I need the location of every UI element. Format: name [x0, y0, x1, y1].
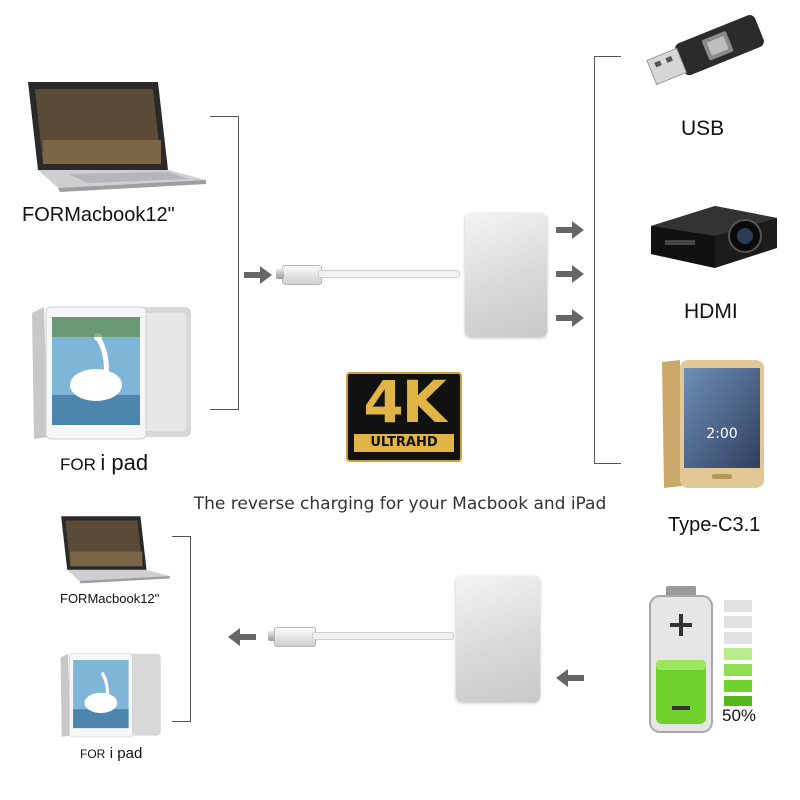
ipad-image-small	[58, 652, 162, 738]
arrow-left-output	[228, 628, 256, 646]
label-ipad: i pad	[100, 450, 149, 475]
usb-c-plug-top	[282, 265, 322, 285]
laptop-image-small	[55, 515, 171, 587]
projector-image	[645, 196, 781, 276]
label-ipad-bottom: FOR i pad	[80, 745, 142, 763]
4k-ultrahd-badge: 4K ULTRAHD	[346, 368, 462, 462]
label-for: FOR	[60, 455, 96, 474]
label-usb: USB	[681, 117, 725, 140]
tablet-icon	[32, 306, 191, 440]
usb-c-plug-bottom	[274, 627, 316, 647]
label-ipad-top: FOR i pad	[60, 450, 148, 476]
right-bracket	[594, 56, 621, 464]
adapter-hub-bottom	[456, 576, 540, 702]
label-for-small: FOR	[80, 747, 106, 761]
laptop-icon	[61, 516, 170, 584]
left-bracket-top	[210, 116, 239, 410]
usb-c-tip-top	[276, 269, 284, 279]
arrow-right-typec	[556, 309, 584, 327]
usb-c-tip-bottom	[268, 631, 276, 641]
smartphone-icon: 2:00	[662, 360, 764, 488]
laptop-image	[18, 80, 208, 198]
adapter-hub-top	[465, 213, 547, 337]
battery-level-meter	[722, 598, 754, 708]
ipad-image	[28, 305, 193, 440]
reverse-charging-caption: The reverse charging for your Macbook an…	[193, 494, 607, 514]
arrow-left-input	[556, 669, 584, 687]
label-typec: Type-C3.1	[668, 514, 761, 536]
phone-image: 2:00	[658, 358, 766, 490]
label-macbook-top: FORMacbook12"	[22, 204, 175, 226]
arrow-right-input	[244, 266, 272, 284]
laptop-icon	[28, 82, 206, 192]
tablet-icon	[60, 653, 161, 738]
left-bracket-bottom	[172, 536, 191, 722]
usb-stick-image	[640, 12, 770, 92]
battery-icon	[649, 586, 713, 733]
cable-top	[318, 270, 460, 278]
svg-text:2:00: 2:00	[706, 426, 737, 442]
arrow-right-hdmi	[556, 265, 584, 283]
projector-icon	[651, 206, 777, 268]
label-ipad-small: i pad	[109, 745, 143, 762]
battery-image	[646, 586, 716, 736]
cable-bottom	[312, 632, 454, 640]
usb-drive-icon	[646, 15, 764, 86]
label-macbook-bottom: FORMacbook12"	[60, 591, 160, 606]
badge-ultrahd-text: ULTRAHD	[354, 434, 454, 452]
badge-4k-text: 4K	[363, 368, 446, 436]
battery-percent: 50%	[722, 706, 757, 725]
arrow-right-usb	[556, 221, 584, 239]
label-hdmi: HDMI	[684, 300, 738, 323]
